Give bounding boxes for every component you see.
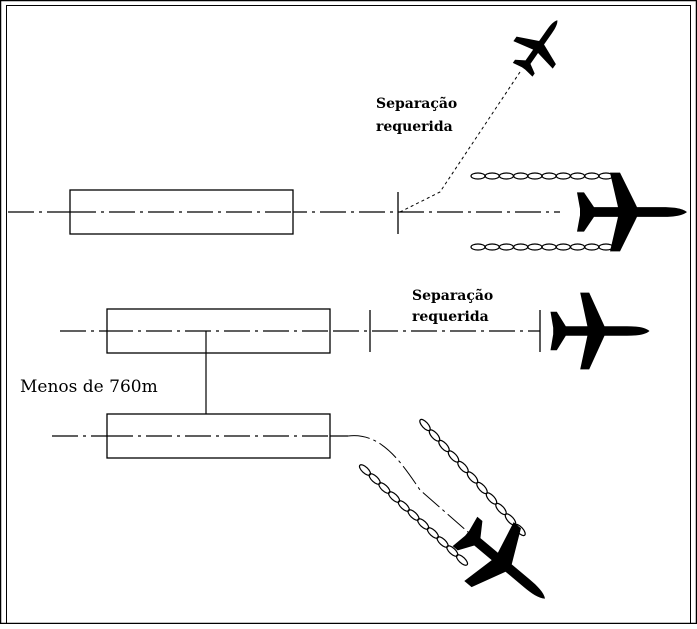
- top-departure-path: [399, 71, 521, 213]
- wake-link: [405, 507, 422, 523]
- top-separation-label-line1: Separação: [376, 95, 457, 112]
- wake-link: [498, 172, 515, 180]
- wake-link: [415, 516, 431, 532]
- wake-link: [513, 243, 529, 251]
- wake-link: [569, 172, 586, 180]
- mid-separation-label-line1: Separação: [412, 287, 493, 304]
- wake-link: [434, 534, 451, 550]
- wake-link: [484, 243, 500, 251]
- wake-link: [569, 243, 586, 251]
- airplane-icon: [550, 292, 650, 370]
- bottom-approach-path: [347, 435, 501, 561]
- wake-link: [470, 243, 486, 251]
- wake-link: [366, 471, 383, 487]
- airplane-icon: [577, 172, 687, 252]
- wake-link: [454, 552, 470, 568]
- wake-link: [498, 243, 515, 251]
- wake-link: [513, 172, 529, 180]
- wake-link: [541, 172, 557, 180]
- airplane-icon: [440, 501, 570, 629]
- wake-link: [386, 489, 402, 505]
- wake-link: [484, 172, 500, 180]
- wake-link: [357, 462, 373, 478]
- wake-link: [376, 480, 393, 496]
- distance-label: Menos de 760m: [20, 377, 158, 397]
- wake-link: [541, 243, 557, 251]
- airplane-icon: [502, 6, 578, 84]
- wake-link: [396, 498, 412, 514]
- wake-link: [527, 243, 543, 251]
- wake-link: [527, 172, 543, 180]
- wake-link: [584, 172, 600, 180]
- top-separation-label-line2: requerida: [376, 119, 453, 135]
- wake-link: [584, 243, 600, 251]
- mid-separation-label-line2: requerida: [412, 309, 489, 325]
- wake-link: [425, 525, 441, 541]
- wake-link: [555, 172, 571, 180]
- wake-link: [555, 243, 571, 251]
- wake-link: [470, 172, 486, 180]
- wake-turbulence-icon: [357, 417, 528, 568]
